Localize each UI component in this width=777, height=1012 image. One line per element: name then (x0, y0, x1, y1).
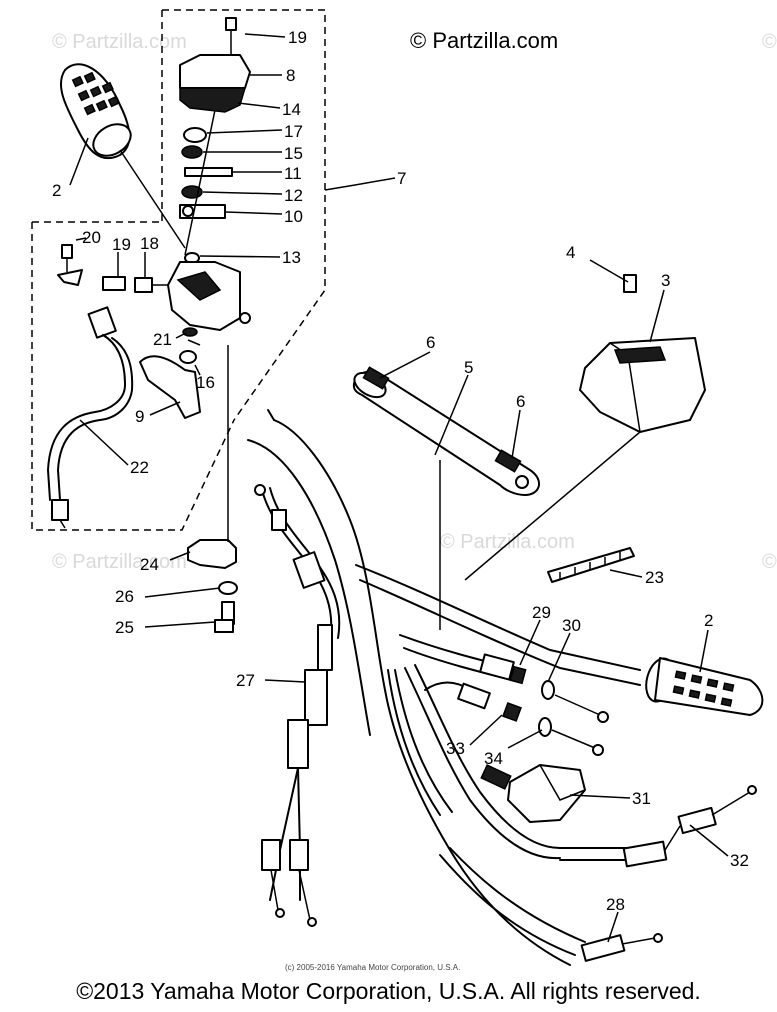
group-outline-throttle (31, 9, 326, 531)
callout-2-right: 2 (704, 611, 713, 630)
callout-8: 8 (286, 66, 295, 85)
callout-29: 29 (532, 603, 551, 622)
callout-25: 25 (115, 618, 134, 637)
callout-19-lower: 19 (112, 235, 131, 254)
callout-23: 23 (645, 568, 664, 587)
callout-labels: 19 8 14 17 15 11 12 10 13 7 2 20 19 18 2… (52, 28, 749, 914)
callout-17: 17 (284, 122, 303, 141)
right-grip (645, 657, 764, 716)
callout-3: 3 (661, 271, 670, 290)
callout-19: 19 (288, 28, 307, 47)
watermark-faded: © Partzilla.com (762, 31, 777, 53)
right-side-parts (352, 274, 706, 630)
callout-27: 27 (236, 671, 255, 690)
switch-parts (47, 244, 168, 529)
callout-7: 7 (397, 169, 406, 188)
callout-12: 12 (284, 186, 303, 205)
callout-32: 32 (730, 851, 749, 870)
callout-26: 26 (115, 587, 134, 606)
left-grip (60, 63, 186, 249)
callout-9: 9 (135, 407, 144, 426)
throttle-housing-parts (139, 17, 251, 419)
callout-5: 5 (464, 358, 473, 377)
callout-28: 28 (606, 895, 625, 914)
callout-13: 13 (282, 248, 301, 267)
callout-34: 34 (484, 749, 503, 768)
clutch-cable (404, 664, 757, 868)
watermark-faded: © Partzilla.com (52, 31, 187, 53)
watermark-faded: © Partzilla.com (52, 551, 187, 573)
brake-cable (439, 847, 663, 962)
callout-10: 10 (284, 207, 303, 226)
brake-switch (480, 764, 586, 823)
watermark-faded: © Partzilla.com (440, 531, 575, 553)
callout-2-left: 2 (52, 181, 61, 200)
callout-6-right: 6 (516, 392, 525, 411)
callout-6-left: 6 (426, 333, 435, 352)
lower-clamp-parts (187, 539, 238, 633)
callout-22: 22 (130, 458, 149, 477)
watermark-main: © Partzilla.com (410, 28, 558, 53)
copyright-footer: ©2013 Yamaha Motor Corporation, U.S.A. A… (76, 978, 701, 1004)
watermark-faded: © Partzilla.com (762, 551, 777, 573)
callout-11: 11 (284, 164, 302, 183)
leader-lines (69, 33, 729, 943)
cable-tie (547, 547, 635, 583)
callout-18: 18 (140, 234, 159, 253)
callout-4: 4 (566, 243, 575, 262)
callout-24: 24 (140, 555, 159, 574)
callout-21: 21 (153, 330, 172, 349)
callout-16: 16 (196, 373, 215, 392)
callout-15: 15 (284, 144, 303, 163)
callout-33: 33 (446, 739, 465, 758)
throttle-cable (254, 484, 341, 927)
callout-30: 30 (562, 616, 581, 635)
small-copyright: (c) 2005-2016 Yamaha Motor Corporation, … (285, 963, 460, 972)
parts-diagram: © Partzilla.com © Partzilla.com © Partzi… (31, 9, 777, 972)
callout-20: 20 (82, 228, 101, 247)
handlebar (247, 409, 641, 966)
callout-14: 14 (282, 100, 301, 119)
callout-31: 31 (632, 789, 651, 808)
